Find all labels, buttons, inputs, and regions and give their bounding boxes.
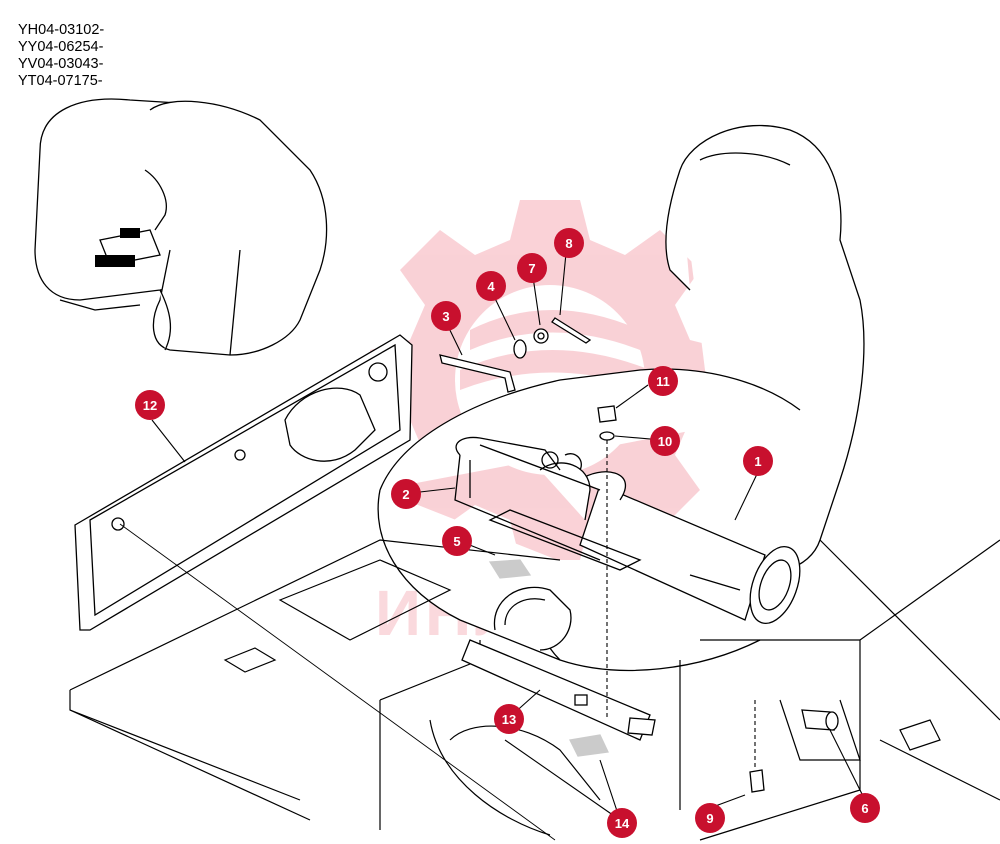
callout-6: 6: [850, 793, 880, 823]
callout-10: 10: [650, 426, 680, 456]
callout-label: 1: [754, 454, 761, 469]
callout-14: 14: [607, 808, 637, 838]
callout-2: 2: [391, 479, 421, 509]
serial-number-list: YH04-03102- YY04-06254- YV04-03043- YT04…: [18, 22, 104, 90]
callout-label: 9: [706, 811, 713, 826]
serial-number: YV04-03043-: [18, 56, 104, 72]
callout-label: 4: [487, 279, 495, 294]
callout-7: 7: [517, 253, 547, 283]
part-13-clamp-bracket: [461, 586, 656, 741]
callout-9: 9: [695, 803, 725, 833]
callout-label: 7: [528, 261, 535, 276]
callout-label: 14: [615, 816, 630, 831]
callout-4: 4: [476, 271, 506, 301]
serial-number: YH04-03102-: [18, 22, 105, 38]
callout-5: 5: [442, 526, 472, 556]
callout-label: 10: [658, 434, 672, 449]
callout-label: 13: [502, 712, 516, 727]
floor-frame-drawing: [69, 539, 1000, 841]
callout-3: 3: [431, 301, 461, 331]
callout-8: 8: [554, 228, 584, 258]
callout-label: 8: [565, 236, 572, 251]
serial-number: YY04-06254-: [18, 39, 104, 55]
part-1-extinguisher: [539, 462, 801, 624]
serial-number: YT04-07175-: [18, 73, 103, 89]
callout-label: 11: [656, 374, 670, 389]
small-parts: [439, 317, 839, 793]
callout-11: 11: [648, 366, 678, 396]
callout-label: 5: [453, 534, 460, 549]
callout-label: 6: [861, 801, 868, 816]
seat-drawing: [377, 125, 865, 672]
callout-label: 2: [402, 487, 409, 502]
callout-label: 12: [143, 398, 157, 413]
part-12-side-panel: [74, 334, 413, 631]
callout-13: 13: [494, 704, 524, 734]
callout-12: 12: [135, 390, 165, 420]
callout-label: 3: [442, 309, 449, 324]
callout-1: 1: [743, 446, 773, 476]
part-2-bracket: [454, 436, 642, 571]
seat-inset-drawing: [34, 98, 328, 356]
